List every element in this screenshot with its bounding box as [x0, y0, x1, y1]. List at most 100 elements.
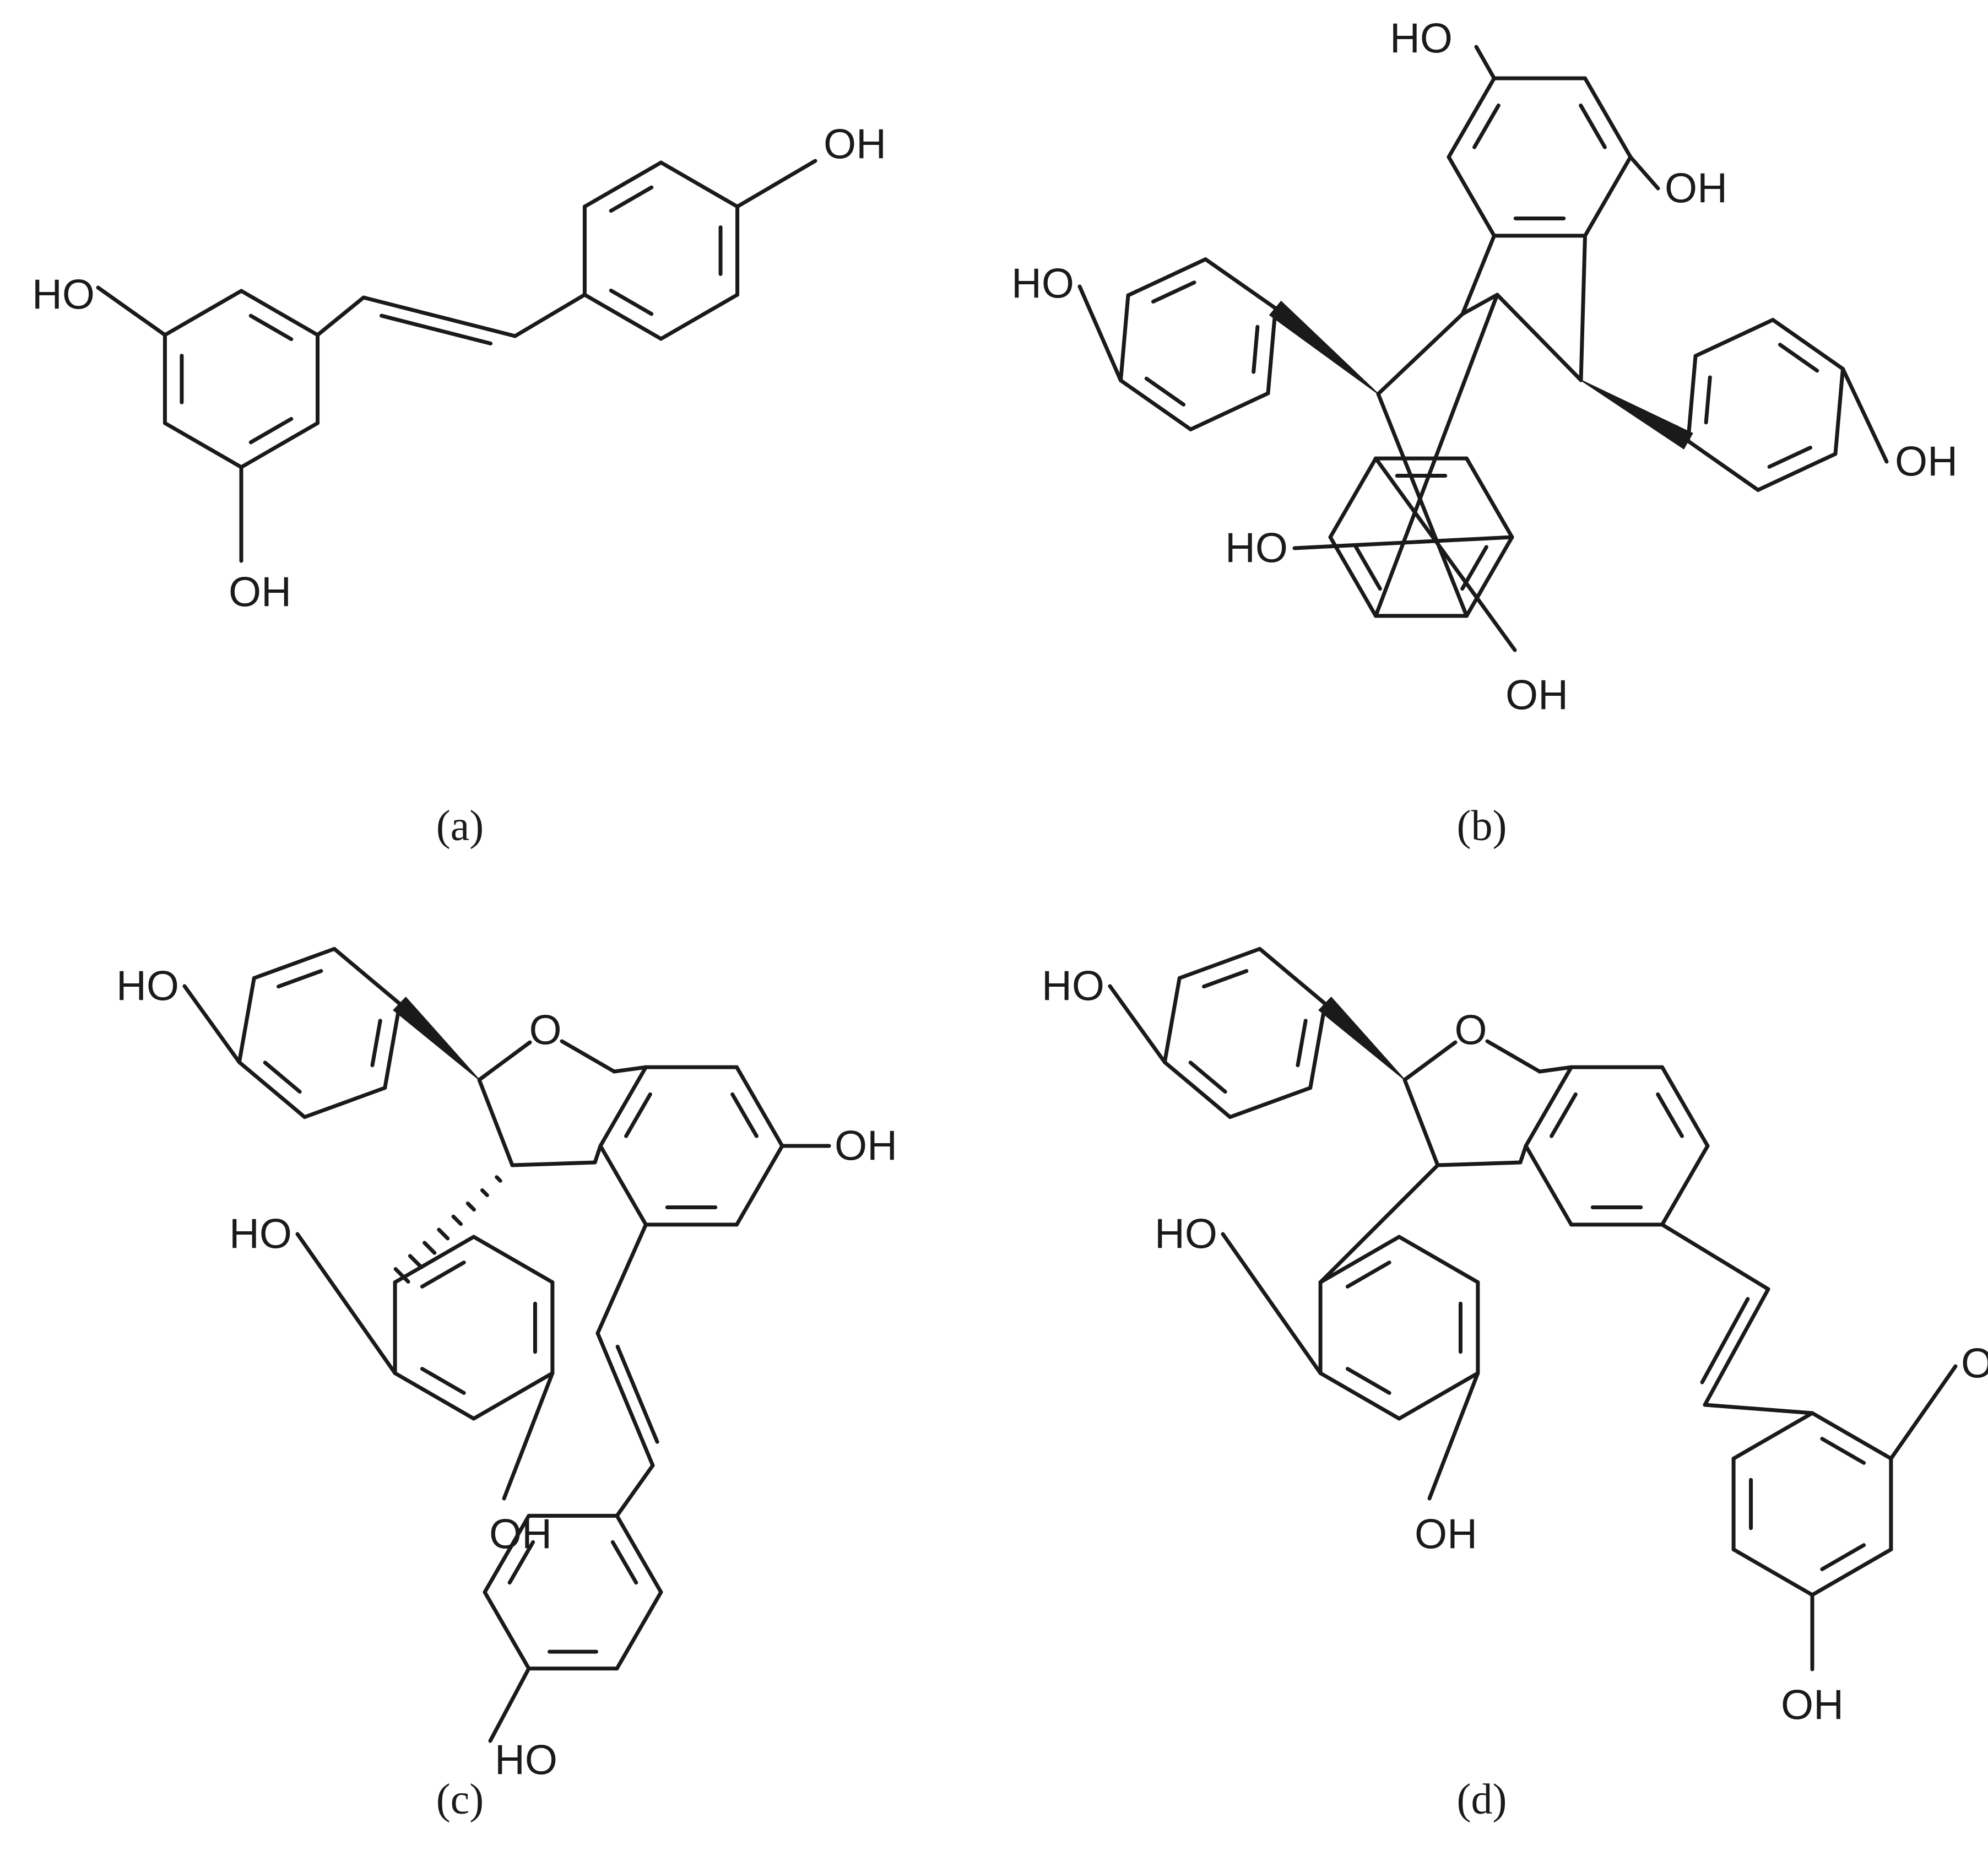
ring-b-left-bond	[1204, 257, 1277, 310]
bond-line	[96, 285, 167, 337]
ring-b-right-bond	[1686, 354, 1698, 443]
bond-line	[615, 1463, 655, 1518]
ring-b-right-bond	[1693, 318, 1775, 358]
ring-b-right-bond	[1686, 439, 1760, 492]
c-ring-phenol-bond	[332, 946, 402, 1006]
hydroxyl-label: HO	[32, 272, 95, 318]
bond-line	[1077, 284, 1123, 383]
d-ring-phenol-bond	[1162, 1060, 1232, 1119]
structure-d: HOOHOOHOHOH	[1042, 946, 1988, 1729]
hydroxyl-label: OH	[1895, 439, 1958, 485]
bond-line	[477, 1078, 514, 1167]
c-ring-phenol-lower-double-bond	[610, 1540, 638, 1585]
bond-line	[1660, 1222, 1770, 1291]
hashed-bond	[480, 1188, 489, 1197]
wedge-bond	[1269, 300, 1379, 394]
bond-line	[316, 295, 366, 337]
bond-line	[1460, 293, 1499, 316]
c-ring-benzo-bond	[735, 1144, 784, 1227]
hydroxyl-label: HO	[1042, 963, 1104, 1010]
hydroxyl-label: HO	[229, 1211, 292, 1258]
hashed-bond	[495, 1175, 502, 1183]
ring-b-right-bond	[1771, 318, 1845, 371]
d-ring-benzo-bond	[1524, 1144, 1573, 1227]
hydroxyl-label: OH	[1665, 165, 1727, 212]
bond-line	[1518, 1144, 1528, 1165]
c-ring-phenol-double-bond	[263, 1061, 302, 1094]
ring-a2-double-bond	[609, 185, 654, 213]
ring-b-top-double-bond	[1472, 103, 1501, 149]
ring-b-left-bond	[1126, 257, 1208, 297]
bond-line	[1460, 234, 1496, 316]
ring-b-top-bond	[1583, 155, 1633, 238]
hydroxyl-label: HO	[1155, 1211, 1217, 1258]
bond-line	[1374, 456, 1517, 652]
ring-b-right-double-bond	[1704, 375, 1712, 425]
bond-line	[502, 1371, 555, 1501]
bond-line	[1374, 293, 1499, 618]
ring-b-left-double-bond	[1252, 324, 1260, 374]
panel-label-c: (c)	[436, 1775, 484, 1823]
bond-line	[595, 1222, 648, 1335]
ring-b-left-double-bond	[1151, 280, 1196, 304]
bond-line	[1402, 1078, 1440, 1167]
c-ring-phenol-lower-bond	[615, 1590, 663, 1671]
c-ring-phenol-lower-double-bond	[507, 1540, 535, 1585]
d-ring-resorcinol-bond	[1318, 1371, 1401, 1421]
d-ring-resorcinol-bond	[1397, 1371, 1480, 1421]
d-ring-benzo-bond	[1660, 1065, 1710, 1148]
ring-a2-bond	[582, 293, 663, 341]
ring-a1-bond	[239, 421, 320, 469]
hydroxyl-label: OH	[824, 121, 886, 168]
bond-line	[1495, 293, 1583, 382]
ring-a1-bond	[162, 421, 243, 469]
bond-line	[1889, 1364, 1958, 1460]
d-ring-phenol-bond	[1162, 976, 1182, 1064]
hydroxyl-label: OH	[1961, 1340, 1988, 1387]
c-ring-phenol-bond	[252, 946, 337, 980]
c-ring-benzo-double-bond	[624, 1092, 652, 1138]
bond-line	[1402, 1040, 1458, 1082]
ring-b-bottom-bond	[1328, 456, 1378, 539]
bond-line	[488, 1667, 531, 1743]
d-ring-resorcinol-lower-bond	[1731, 1411, 1814, 1460]
bond-line	[1108, 984, 1167, 1064]
double-bond-line	[380, 313, 493, 345]
bond-line	[361, 295, 517, 338]
d-ring-resorcinol-lower-bond	[1810, 1411, 1893, 1460]
ring-b-bottom-bond	[1328, 535, 1378, 618]
bond-line	[182, 984, 241, 1064]
bond-line	[510, 1160, 597, 1167]
c-ring-benzo-double-bond	[730, 1092, 759, 1138]
oxygen-label: O	[529, 1007, 561, 1054]
d-ring-resorcinol-double-bond	[1345, 1260, 1391, 1289]
c-ring-phenol-bond	[383, 1002, 402, 1090]
c-ring-phenol-double-bond	[370, 1019, 382, 1068]
ring-b-bottom-bond	[1465, 456, 1514, 539]
ring-a2-bond	[582, 160, 663, 209]
ring-b-left-bond	[1188, 391, 1270, 431]
c-ring-benzo-bond	[598, 1144, 648, 1227]
d-ring-resorcinol-lower-double-bond	[1820, 1543, 1866, 1571]
ring-b-top-bond	[1447, 155, 1496, 238]
c-ring-resorcinol-bond	[472, 1235, 555, 1284]
d-ring-resorcinol-double-bond	[1345, 1367, 1391, 1395]
d-ring-phenol-bond	[1228, 1086, 1313, 1119]
bond-line	[1537, 1065, 1573, 1074]
d-ring-phenol-bond	[1177, 946, 1262, 980]
ring-a1-bond	[239, 289, 320, 337]
bond-line	[593, 1144, 603, 1165]
bond-line	[1485, 1039, 1542, 1074]
bond-line	[735, 159, 817, 209]
c-ring-resorcinol-double-bond	[420, 1367, 466, 1395]
c-ring-phenol-lower-bond	[483, 1513, 531, 1594]
bond-line	[1628, 155, 1660, 191]
double-bond-line	[1700, 1297, 1750, 1384]
panel-label-b: (b)	[1457, 802, 1507, 850]
hydroxyl-label: OH	[835, 1123, 897, 1170]
bond-line	[560, 1039, 616, 1074]
